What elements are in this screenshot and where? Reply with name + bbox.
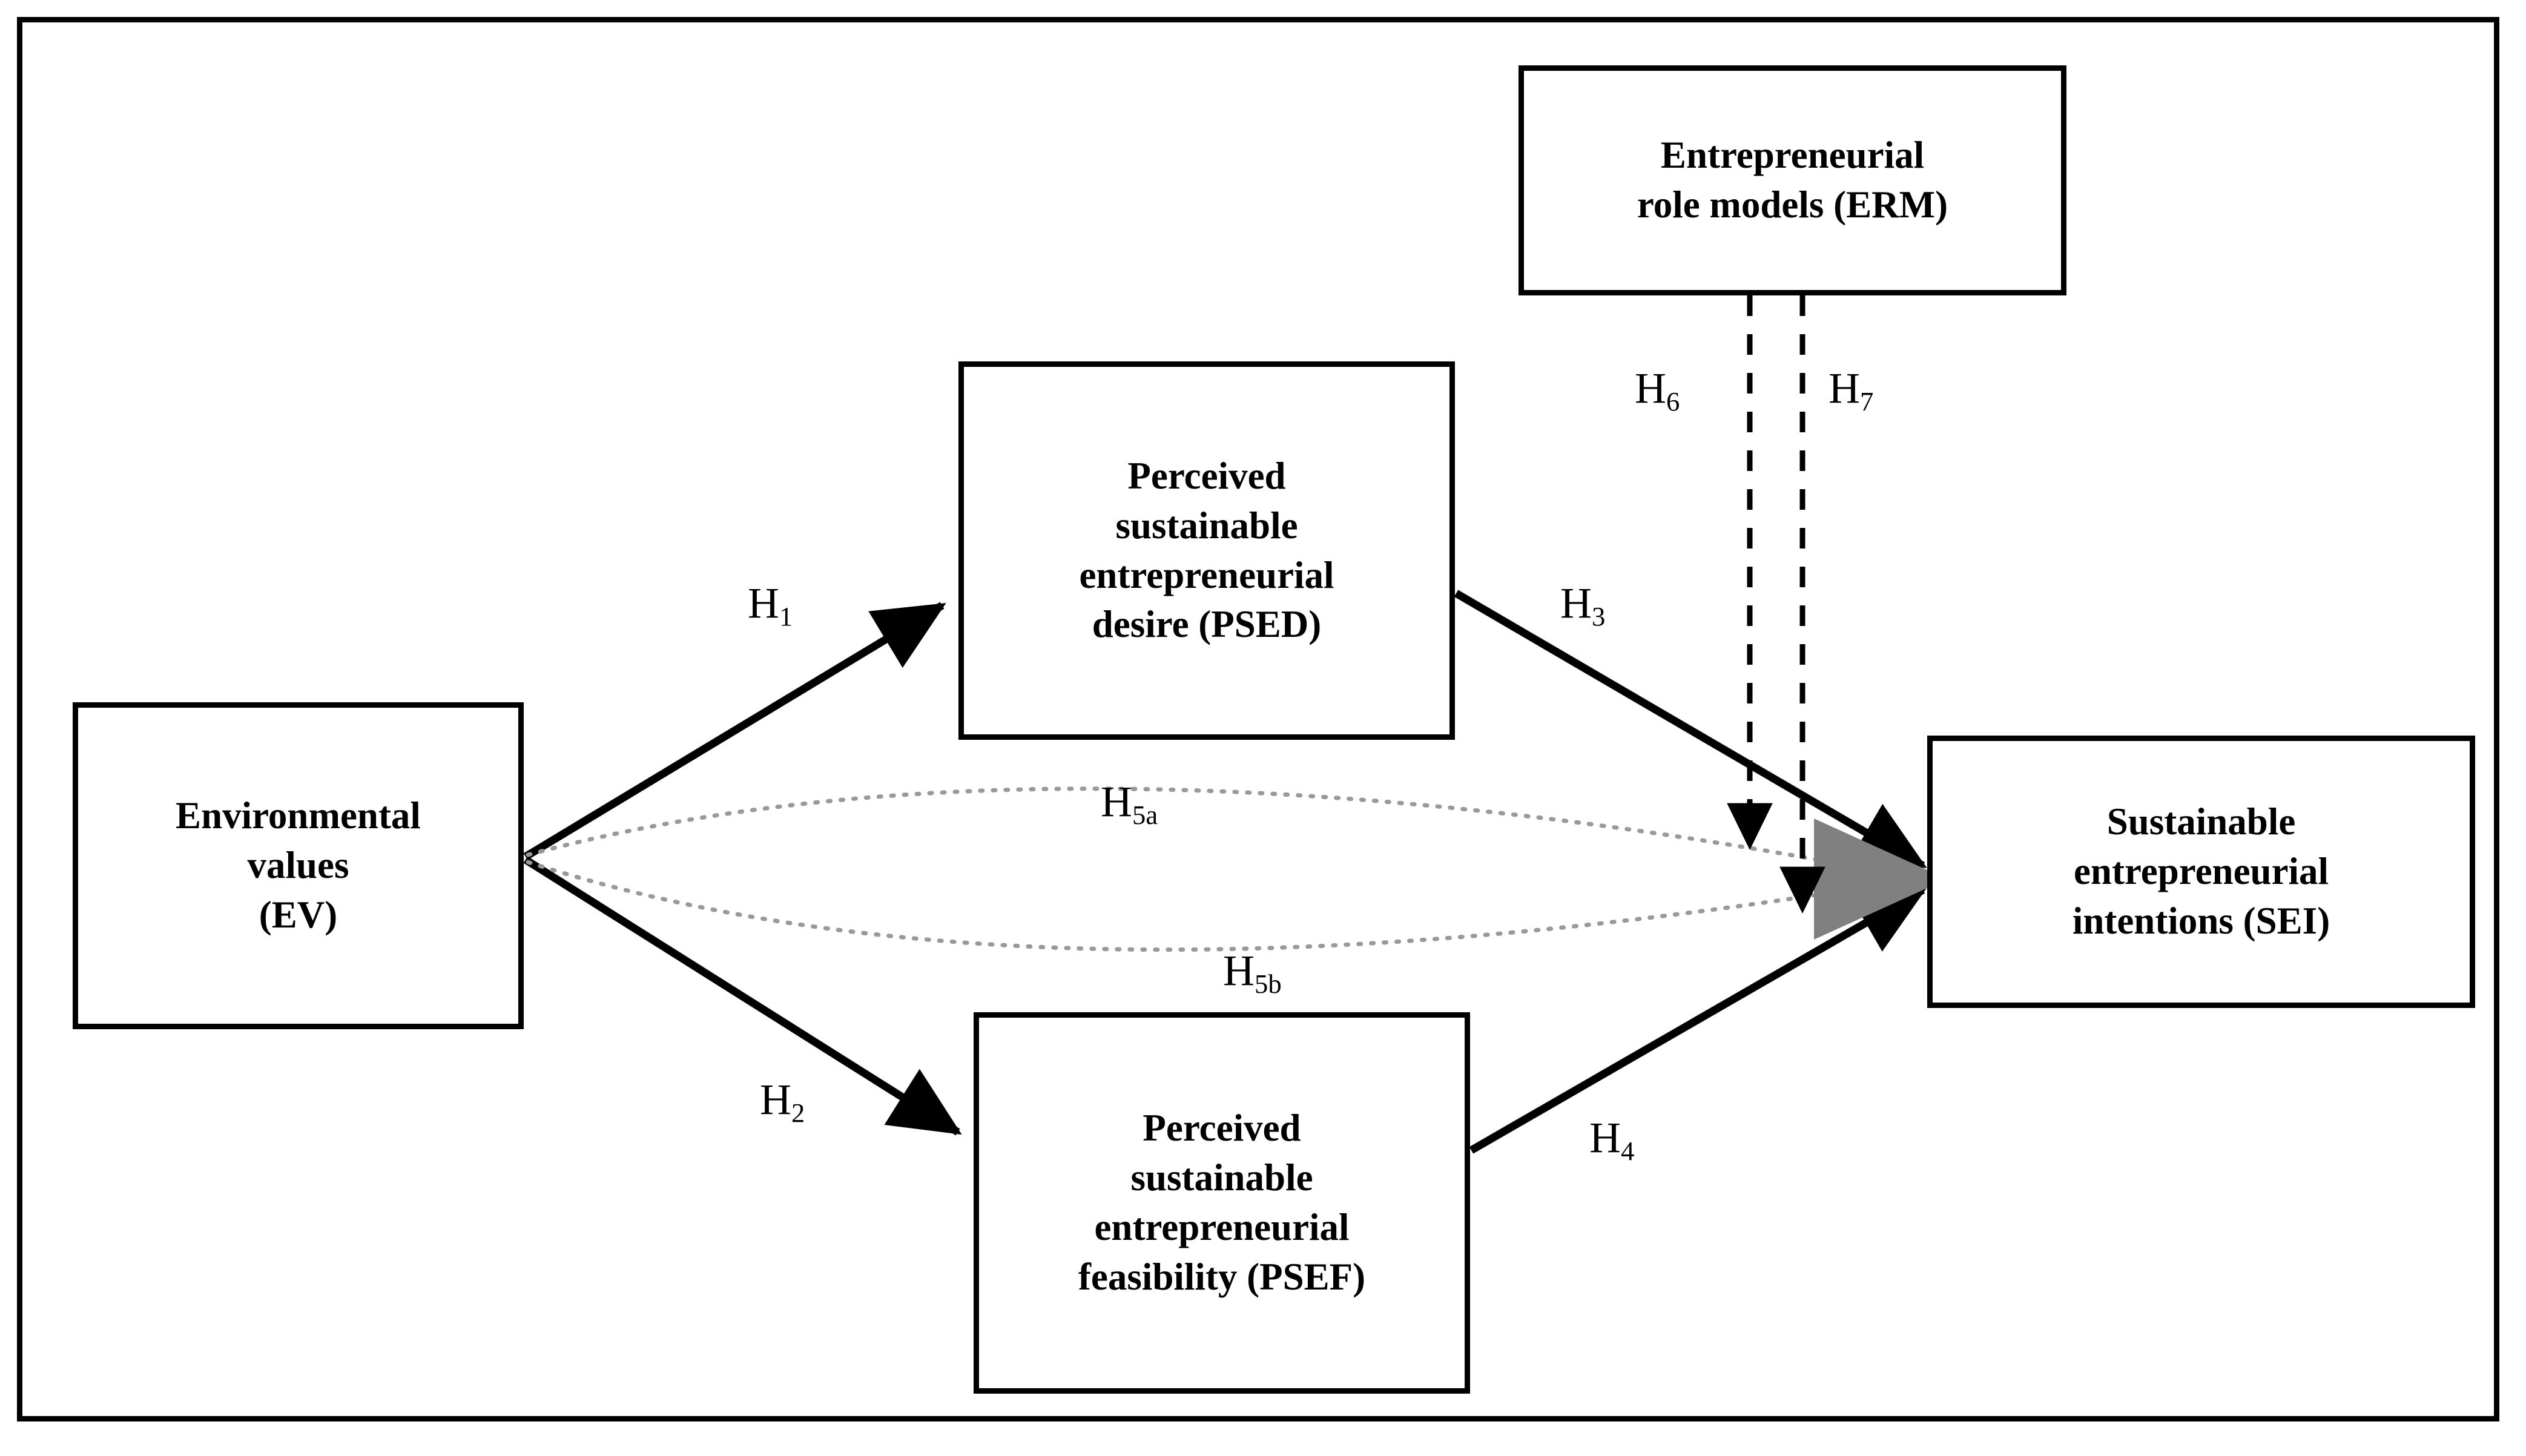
node-psed-line-3: entrepreneurial (1079, 553, 1334, 596)
hypothesis-label-h2: H2 (760, 1075, 805, 1128)
node-perceived-sustainable-entrepreneurial-feasibility[interactable]: Perceived sustainable entrepreneurial fe… (974, 1012, 1470, 1394)
node-ev-line-1: Environmental (176, 794, 421, 837)
hypothesis-label-h7: H7 (1829, 363, 1873, 417)
node-ev-line-3: (EV) (259, 893, 338, 936)
hypothesis-label-h3: H3 (1560, 578, 1606, 632)
h1-base: H (748, 579, 779, 627)
h4-base: H (1589, 1113, 1621, 1162)
h2-base: H (760, 1075, 791, 1124)
node-sustainable-entrepreneurial-intentions[interactable]: Sustainable entrepreneurial intentions (… (1927, 736, 2475, 1008)
edge-h3 (1454, 590, 1927, 869)
node-psef-line-2: sustainable (1130, 1156, 1313, 1199)
node-erm-line-2: role models (ERM) (1637, 183, 1948, 226)
node-psef-line-3: entrepreneurial (1094, 1206, 1350, 1248)
node-psed-line-2: sustainable (1115, 504, 1298, 547)
h5b-base: H (1223, 946, 1255, 995)
node-psed-line-1: Perceived (1127, 454, 1286, 497)
h5a-subscript: 5a (1132, 800, 1158, 831)
h7-base: H (1829, 364, 1860, 412)
hypothesis-label-h4: H4 (1589, 1113, 1635, 1167)
h2-subscript: 2 (791, 1098, 805, 1128)
h1-subscript: 1 (779, 601, 793, 632)
edge-h5a (526, 786, 1910, 879)
node-environmental-values[interactable]: Environmental values (EV) (73, 702, 524, 1029)
node-psef-line-4: feasibility (PSEF) (1078, 1255, 1366, 1298)
node-psed-line-4: desire (PSED) (1092, 603, 1322, 646)
node-sei-line-2: entrepreneurial (2073, 850, 2329, 893)
h3-base: H (1560, 579, 1592, 627)
node-psef-line-1: Perceived (1143, 1107, 1301, 1150)
edge-h2 (523, 856, 962, 1136)
node-perceived-sustainable-entrepreneurial-desire[interactable]: Perceived sustainable entrepreneurial de… (958, 361, 1455, 740)
h7-subscript: 7 (1860, 386, 1874, 417)
node-ev-line-2: values (247, 844, 349, 887)
node-sei-line-3: intentions (SEI) (2072, 899, 2330, 942)
h3-subscript: 3 (1592, 601, 1606, 632)
figure-outer-border (17, 17, 2499, 1421)
hypothesis-label-h5a: H5a (1101, 777, 1158, 831)
edge-h5b (526, 860, 1910, 952)
h4-subscript: 4 (1621, 1136, 1635, 1167)
h5b-subscript: 5b (1255, 969, 1282, 1000)
h5a-base: H (1101, 777, 1132, 826)
node-erm-line-1: Entrepreneurial (1660, 134, 1925, 177)
hypothesis-label-h1: H1 (748, 578, 793, 632)
h6-subscript: 6 (1666, 386, 1680, 417)
edge-h1 (523, 602, 946, 860)
hypothesis-label-h5b: H5b (1223, 946, 1282, 1000)
node-entrepreneurial-role-models[interactable]: Entrepreneurial role models (ERM) (1519, 65, 2066, 295)
hypothesis-label-h6: H6 (1635, 363, 1680, 417)
node-sei-line-1: Sustainable (2106, 800, 2296, 843)
h6-base: H (1635, 364, 1666, 412)
